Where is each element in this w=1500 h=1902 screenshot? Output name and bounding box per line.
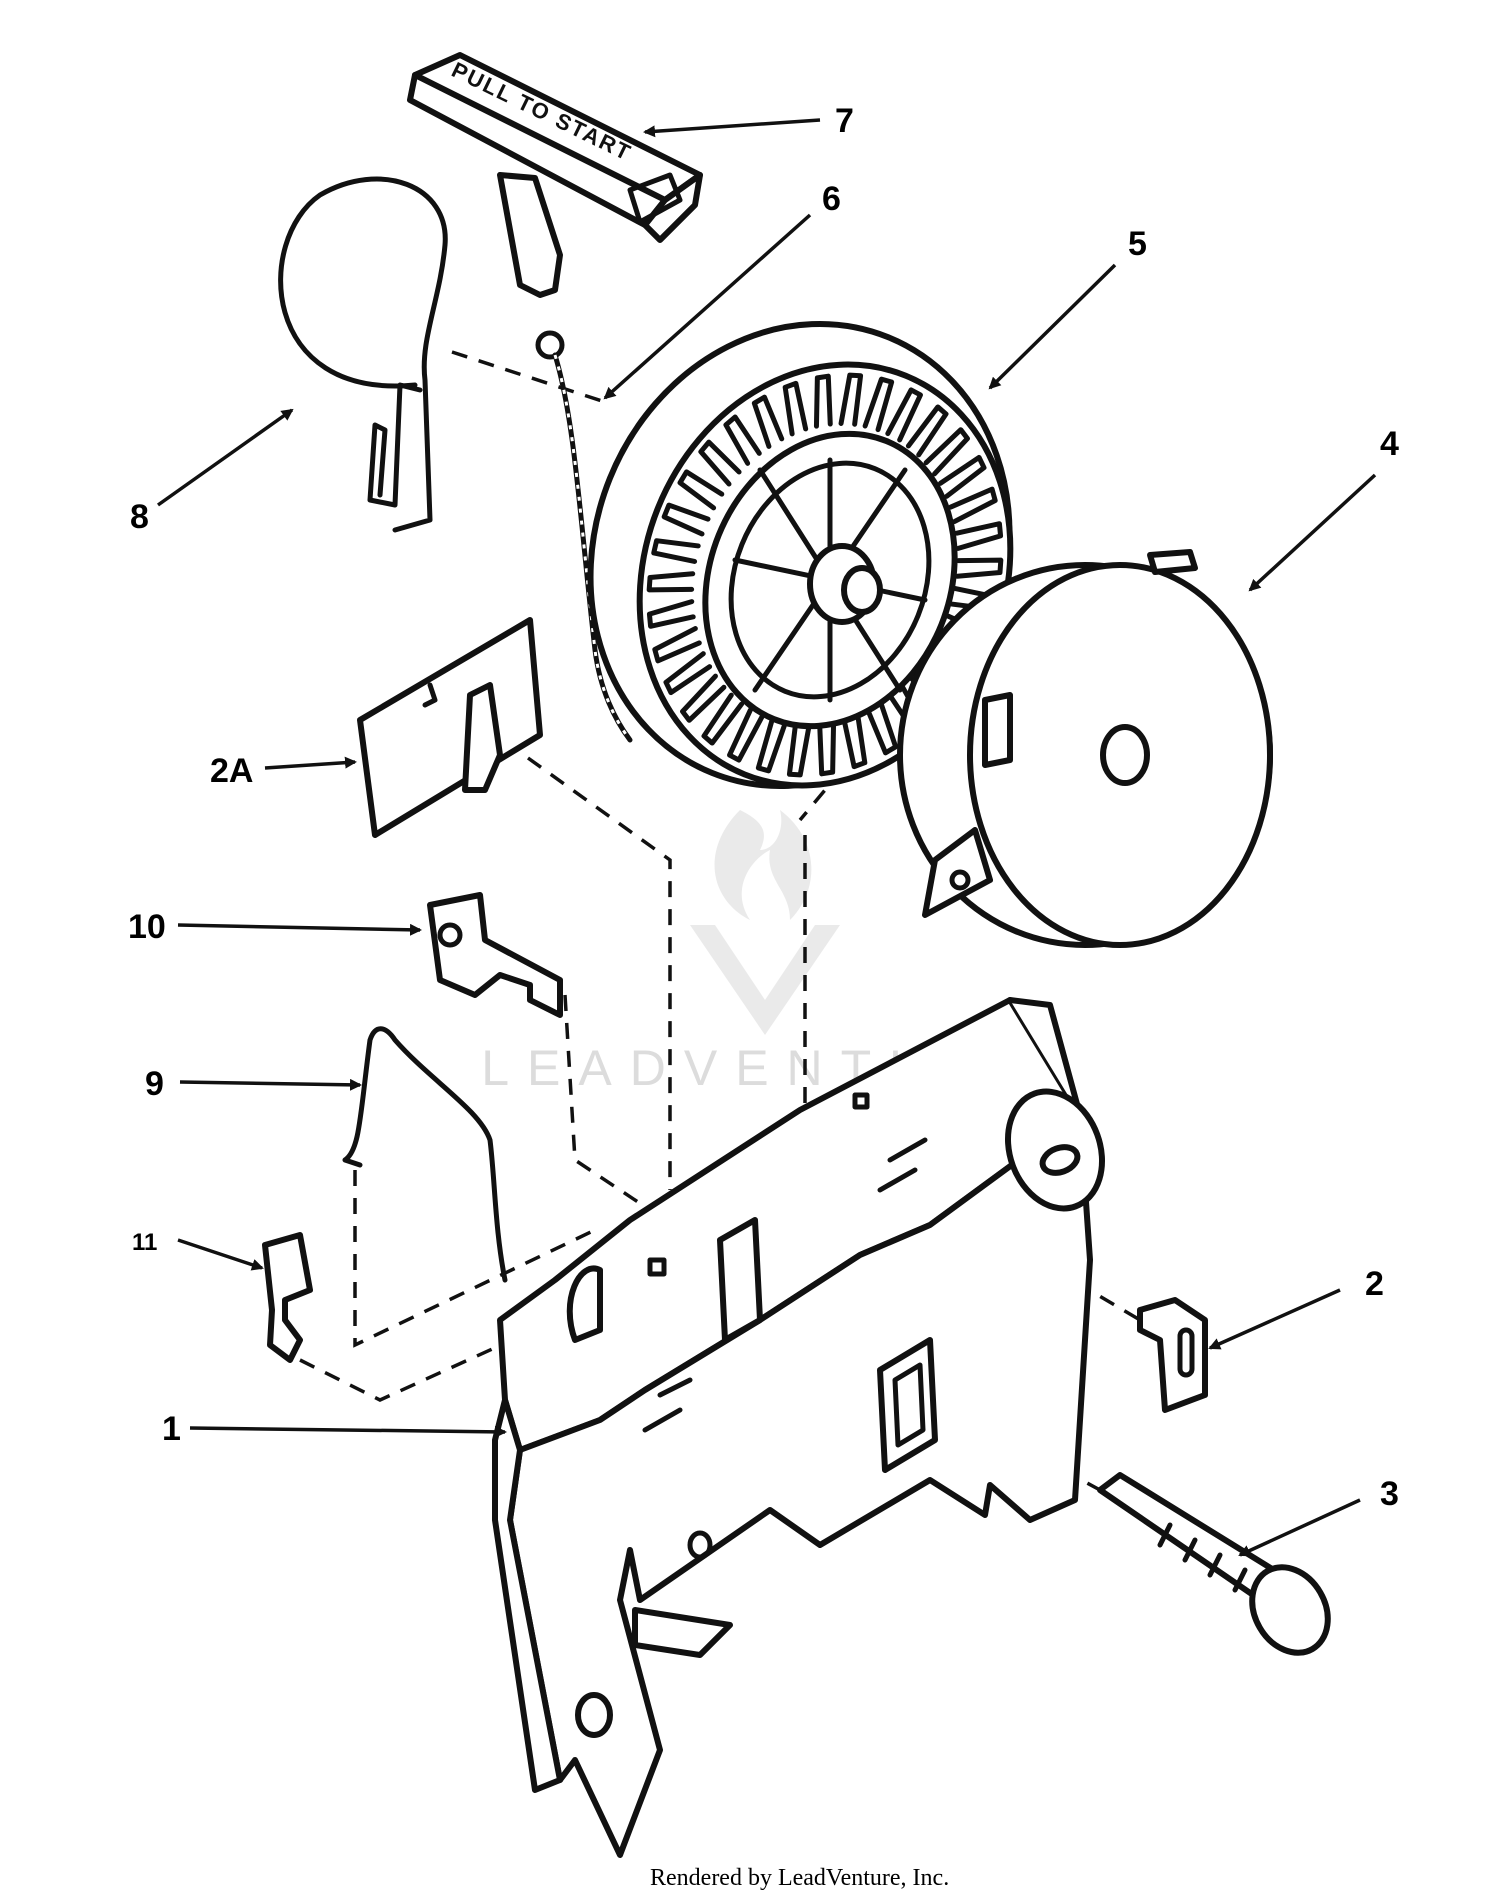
- callout-10: 10: [128, 908, 166, 946]
- wire-link: [278, 176, 448, 533]
- gear-tooth: [677, 469, 725, 511]
- callout-5: 5: [1128, 225, 1147, 263]
- gear-tooth: [937, 454, 987, 499]
- gear-tooth: [865, 701, 899, 756]
- callout-11: 11: [132, 1229, 157, 1256]
- bracket-2a: [357, 617, 543, 838]
- gear-tooth: [782, 380, 809, 437]
- callout-2: 2: [1365, 1265, 1384, 1303]
- gear-tooth: [862, 376, 895, 433]
- callout-labels: 7 6 5 4 8 2A 10 9 11 1 2 3: [128, 102, 1399, 1513]
- gear-tooth: [663, 651, 713, 696]
- gear-tooth: [838, 372, 864, 427]
- callout-6: 6: [822, 180, 841, 218]
- starter-handle: PULL TO START: [407, 52, 703, 298]
- gear-tooth: [661, 502, 711, 537]
- gear-tooth: [698, 439, 742, 487]
- callout-9: 9: [145, 1065, 164, 1103]
- leader-lines: [156, 118, 1377, 1557]
- gear-tooth: [954, 521, 1004, 551]
- gear-tooth: [723, 414, 762, 466]
- callout-7: 7: [835, 102, 854, 140]
- footer-credit: Rendered by LeadVenture, Inc.: [650, 1865, 949, 1891]
- gear-tooth: [755, 717, 788, 774]
- callout-2a: 2A: [210, 752, 253, 790]
- gear-tooth: [923, 427, 970, 477]
- gear-tooth: [680, 673, 727, 723]
- gear-tooth: [841, 713, 868, 770]
- gear-tooth: [646, 571, 696, 593]
- plate-10: [427, 892, 563, 1018]
- gear-tooth: [751, 394, 785, 449]
- clip-11: [262, 1232, 313, 1363]
- gear-tooth: [701, 692, 745, 746]
- wire-spring-9: [342, 1026, 508, 1283]
- callout-8: 8: [130, 498, 149, 536]
- clip-2: [1137, 1297, 1208, 1413]
- gear-tooth: [817, 721, 837, 777]
- gear-tooth: [813, 373, 833, 429]
- main-bracket: [492, 997, 1106, 1858]
- gear-tooth: [727, 707, 765, 763]
- gear-tooth: [651, 538, 701, 564]
- gear-tooth: [948, 486, 998, 524]
- pin-3: [1097, 1472, 1331, 1656]
- gear-tooth: [905, 404, 949, 458]
- gear-tooth: [885, 387, 923, 443]
- gear-tooth: [954, 557, 1004, 579]
- gear-tooth: [652, 626, 702, 664]
- spring-housing: [897, 549, 1273, 948]
- callout-3: 3: [1380, 1475, 1399, 1513]
- gear-tooth: [646, 599, 696, 629]
- callout-1: 1: [162, 1410, 181, 1448]
- gear-tooth: [786, 723, 812, 778]
- callout-4: 4: [1380, 425, 1399, 463]
